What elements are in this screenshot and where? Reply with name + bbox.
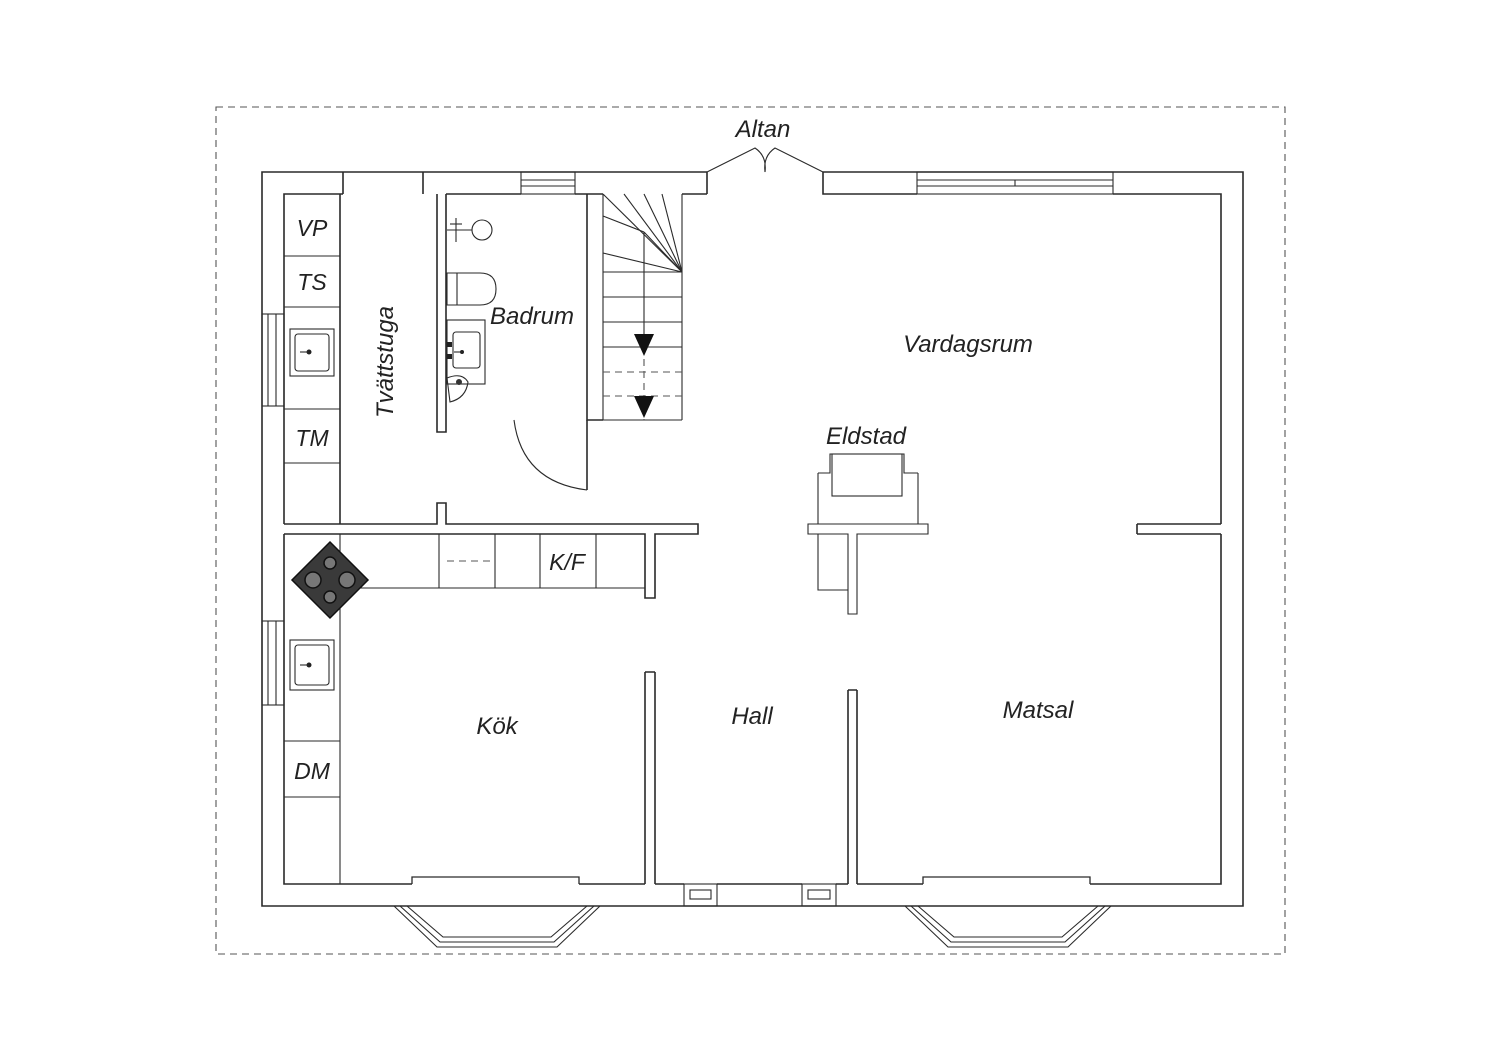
label-altan: Altan bbox=[734, 116, 791, 143]
label-kf: K/F bbox=[549, 549, 587, 575]
fireplace bbox=[807, 453, 929, 615]
laundry-sink-icon bbox=[289, 328, 335, 377]
exterior-walls bbox=[261, 171, 1244, 907]
bay-window-kitchen bbox=[393, 876, 601, 948]
plot-boundary bbox=[215, 106, 1286, 955]
interior-walls bbox=[284, 194, 1221, 884]
bathroom-sink-icon bbox=[446, 319, 486, 385]
label-kok: Kök bbox=[476, 713, 519, 740]
patio-door bbox=[706, 147, 824, 173]
toilet-icon bbox=[446, 272, 497, 306]
vent-hall-right bbox=[801, 883, 837, 907]
label-vp: VP bbox=[297, 215, 328, 241]
bay-window-dining bbox=[904, 876, 1112, 948]
label-tm: TM bbox=[295, 425, 329, 451]
label-badrum: Badrum bbox=[490, 303, 574, 330]
stove-icon bbox=[290, 540, 370, 620]
label-eldstad: Eldstad bbox=[826, 423, 907, 450]
laundry-cabinets bbox=[284, 255, 340, 464]
stair-arrow-icon bbox=[634, 334, 654, 356]
vent-hall-left bbox=[683, 883, 718, 907]
window-top-bathroom bbox=[520, 171, 576, 195]
kitchen-sink-icon bbox=[289, 639, 335, 691]
shower-icon bbox=[447, 218, 493, 242]
label-ts: TS bbox=[297, 269, 327, 295]
window-left-kitchen bbox=[261, 620, 285, 706]
label-tvattstuga: Tvättstuga bbox=[372, 306, 399, 418]
window-left-laundry bbox=[261, 313, 285, 407]
label-vardagsrum: Vardagsrum bbox=[903, 331, 1033, 358]
label-dm: DM bbox=[294, 758, 331, 784]
label-hall: Hall bbox=[731, 703, 773, 730]
bathroom-door bbox=[513, 419, 588, 491]
stair-arrow-icon-lower bbox=[634, 396, 654, 418]
staircase bbox=[602, 193, 683, 421]
window-top-livingroom bbox=[916, 171, 1114, 195]
bathroom-basin-icon bbox=[446, 375, 469, 403]
label-matsal: Matsal bbox=[1003, 697, 1074, 724]
